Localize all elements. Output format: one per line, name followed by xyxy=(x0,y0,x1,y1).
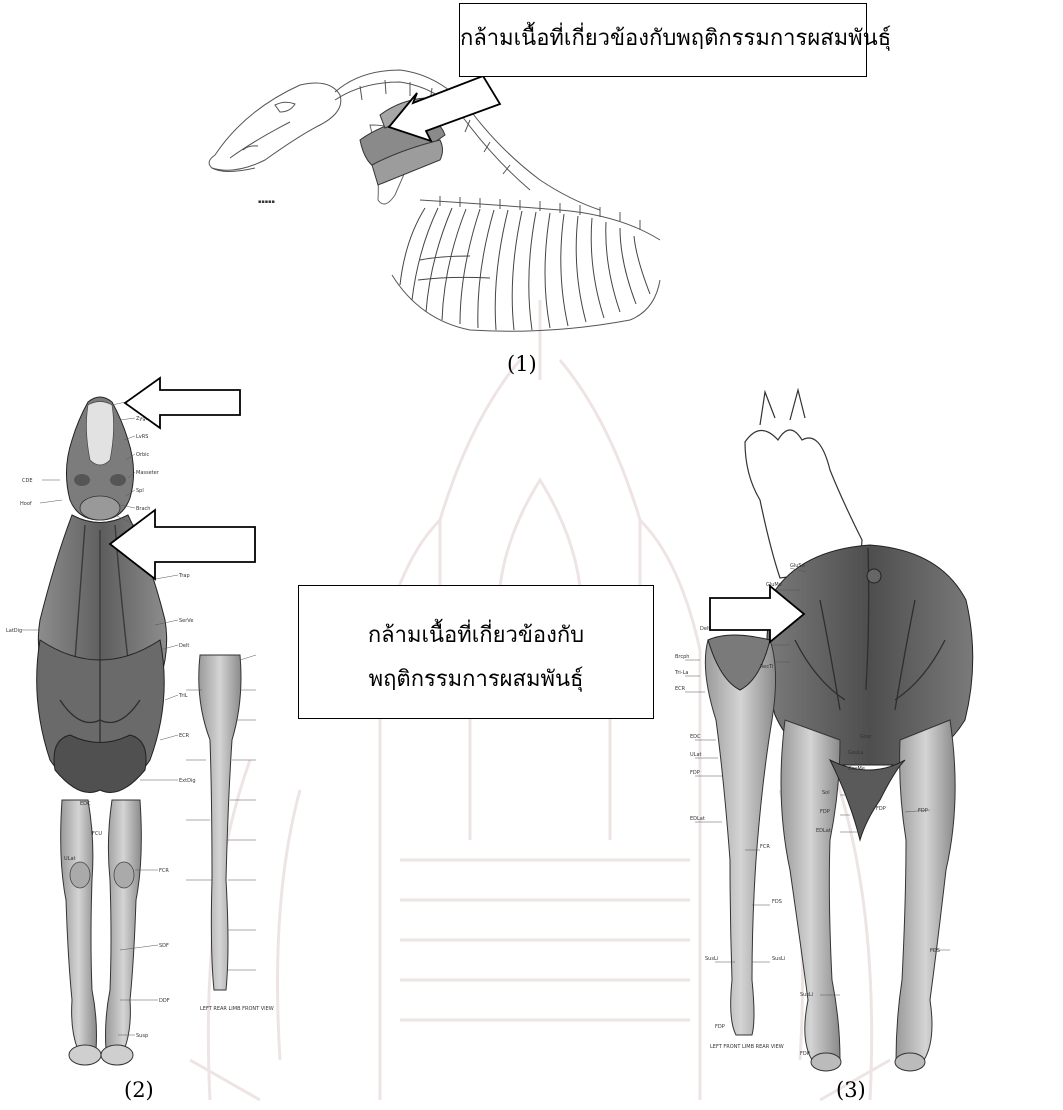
svg-text:Masseter: Masseter xyxy=(136,470,160,476)
svg-text:SusLi: SusLi xyxy=(800,992,813,998)
svg-text:SusLi: SusLi xyxy=(772,956,785,962)
rib-cage xyxy=(400,208,650,330)
svg-text:Orbic: Orbic xyxy=(136,452,150,458)
callout-top-text: กล้ามเนื้อที่เกี่ยวข้องกับพฤติกรรมการผสม… xyxy=(460,4,866,74)
svg-text:EDLat: EDLat xyxy=(690,816,705,822)
svg-text:GasLa: GasLa xyxy=(848,750,863,756)
svg-text:FCR: FCR xyxy=(760,844,770,850)
svg-text:FDP: FDP xyxy=(918,808,928,814)
arrow-1 xyxy=(389,76,500,141)
svg-text:FDP: FDP xyxy=(715,1024,725,1030)
svg-text:ECR: ECR xyxy=(675,686,686,692)
svg-text:EDC: EDC xyxy=(690,734,701,740)
svg-text:ECR: ECR xyxy=(179,733,190,739)
svg-text:TriL: TriL xyxy=(178,693,188,699)
svg-text:Susp: Susp xyxy=(136,1033,148,1039)
svg-text:RecTi: RecTi xyxy=(760,664,773,670)
svg-text:FDP: FDP xyxy=(876,806,886,812)
svg-text:FDP: FDP xyxy=(820,809,830,815)
fig2-inset-caption: LEFT REAR LIMB FRONT VIEW xyxy=(200,1006,274,1012)
svg-text:Sol: Sol xyxy=(822,790,830,796)
svg-text:FDP: FDP xyxy=(690,770,700,776)
caption-figure-1: (1) xyxy=(507,352,537,376)
svg-text:SDF: SDF xyxy=(159,943,169,949)
horse-rear-view: GluSuGluMeBifemLn TenFLStenSSmemb GracGa… xyxy=(674,390,973,1071)
svg-text:ULat: ULat xyxy=(64,856,76,862)
fig3-inset-caption: LEFT FRONT LIMB REAR VIEW xyxy=(710,1044,784,1050)
caption-figure-2: (2) xyxy=(124,1078,154,1102)
callout-middle: กล้ามเนื้อที่เกี่ยวข้องกับ พฤติกรรมการผส… xyxy=(298,585,654,719)
svg-text:Brcph: Brcph xyxy=(675,654,689,660)
svg-text:DDF: DDF xyxy=(159,998,170,1004)
svg-text:ULat: ULat xyxy=(690,752,702,758)
svg-text:Grac: Grac xyxy=(860,734,872,740)
svg-text:Brach: Brach xyxy=(136,506,150,512)
svg-text:GluSu: GluSu xyxy=(790,563,805,569)
svg-text:SerVe: SerVe xyxy=(179,618,193,624)
svg-text:LvRS: LvRS xyxy=(136,434,148,440)
svg-text:CDE: CDE xyxy=(22,478,33,484)
svg-text:Hoof: Hoof xyxy=(20,501,32,507)
svg-text:FDS: FDS xyxy=(930,948,940,954)
svg-text:FDS: FDS xyxy=(772,899,782,905)
callout-top: กล้ามเนื้อที่เกี่ยวข้องกับพฤติกรรมการผสม… xyxy=(459,3,867,77)
svg-text:GasMe: GasMe xyxy=(848,766,865,772)
svg-text:Delt: Delt xyxy=(179,643,189,649)
callout-middle-line2: พฤติกรรมการผสมพันธุ์ xyxy=(299,658,653,702)
svg-text:EDC: EDC xyxy=(80,801,91,807)
svg-text:Tri-La: Tri-La xyxy=(674,670,688,676)
callout-middle-line1: กล้ามเนื้อที่เกี่ยวข้องกับ xyxy=(299,614,653,658)
svg-text:ExtDig: ExtDig xyxy=(179,778,196,784)
caption-figure-3: (3) xyxy=(836,1078,866,1102)
svg-text:FDP: FDP xyxy=(800,1051,810,1057)
svg-text:Trap: Trap xyxy=(178,573,190,579)
svg-text:LatDig: LatDig xyxy=(6,628,22,634)
svg-text:GluMe: GluMe xyxy=(766,582,782,588)
svg-text:FCU: FCU xyxy=(92,831,102,837)
svg-text:SusLi: SusLi xyxy=(705,956,718,962)
svg-text:Delt: Delt xyxy=(700,626,710,632)
svg-text:EDLat: EDLat xyxy=(816,828,831,834)
fig1-small-label: ▪▪▪▪▪ xyxy=(258,199,275,205)
svg-text:FCR: FCR xyxy=(159,868,169,874)
svg-text:Spl: Spl xyxy=(136,488,144,494)
